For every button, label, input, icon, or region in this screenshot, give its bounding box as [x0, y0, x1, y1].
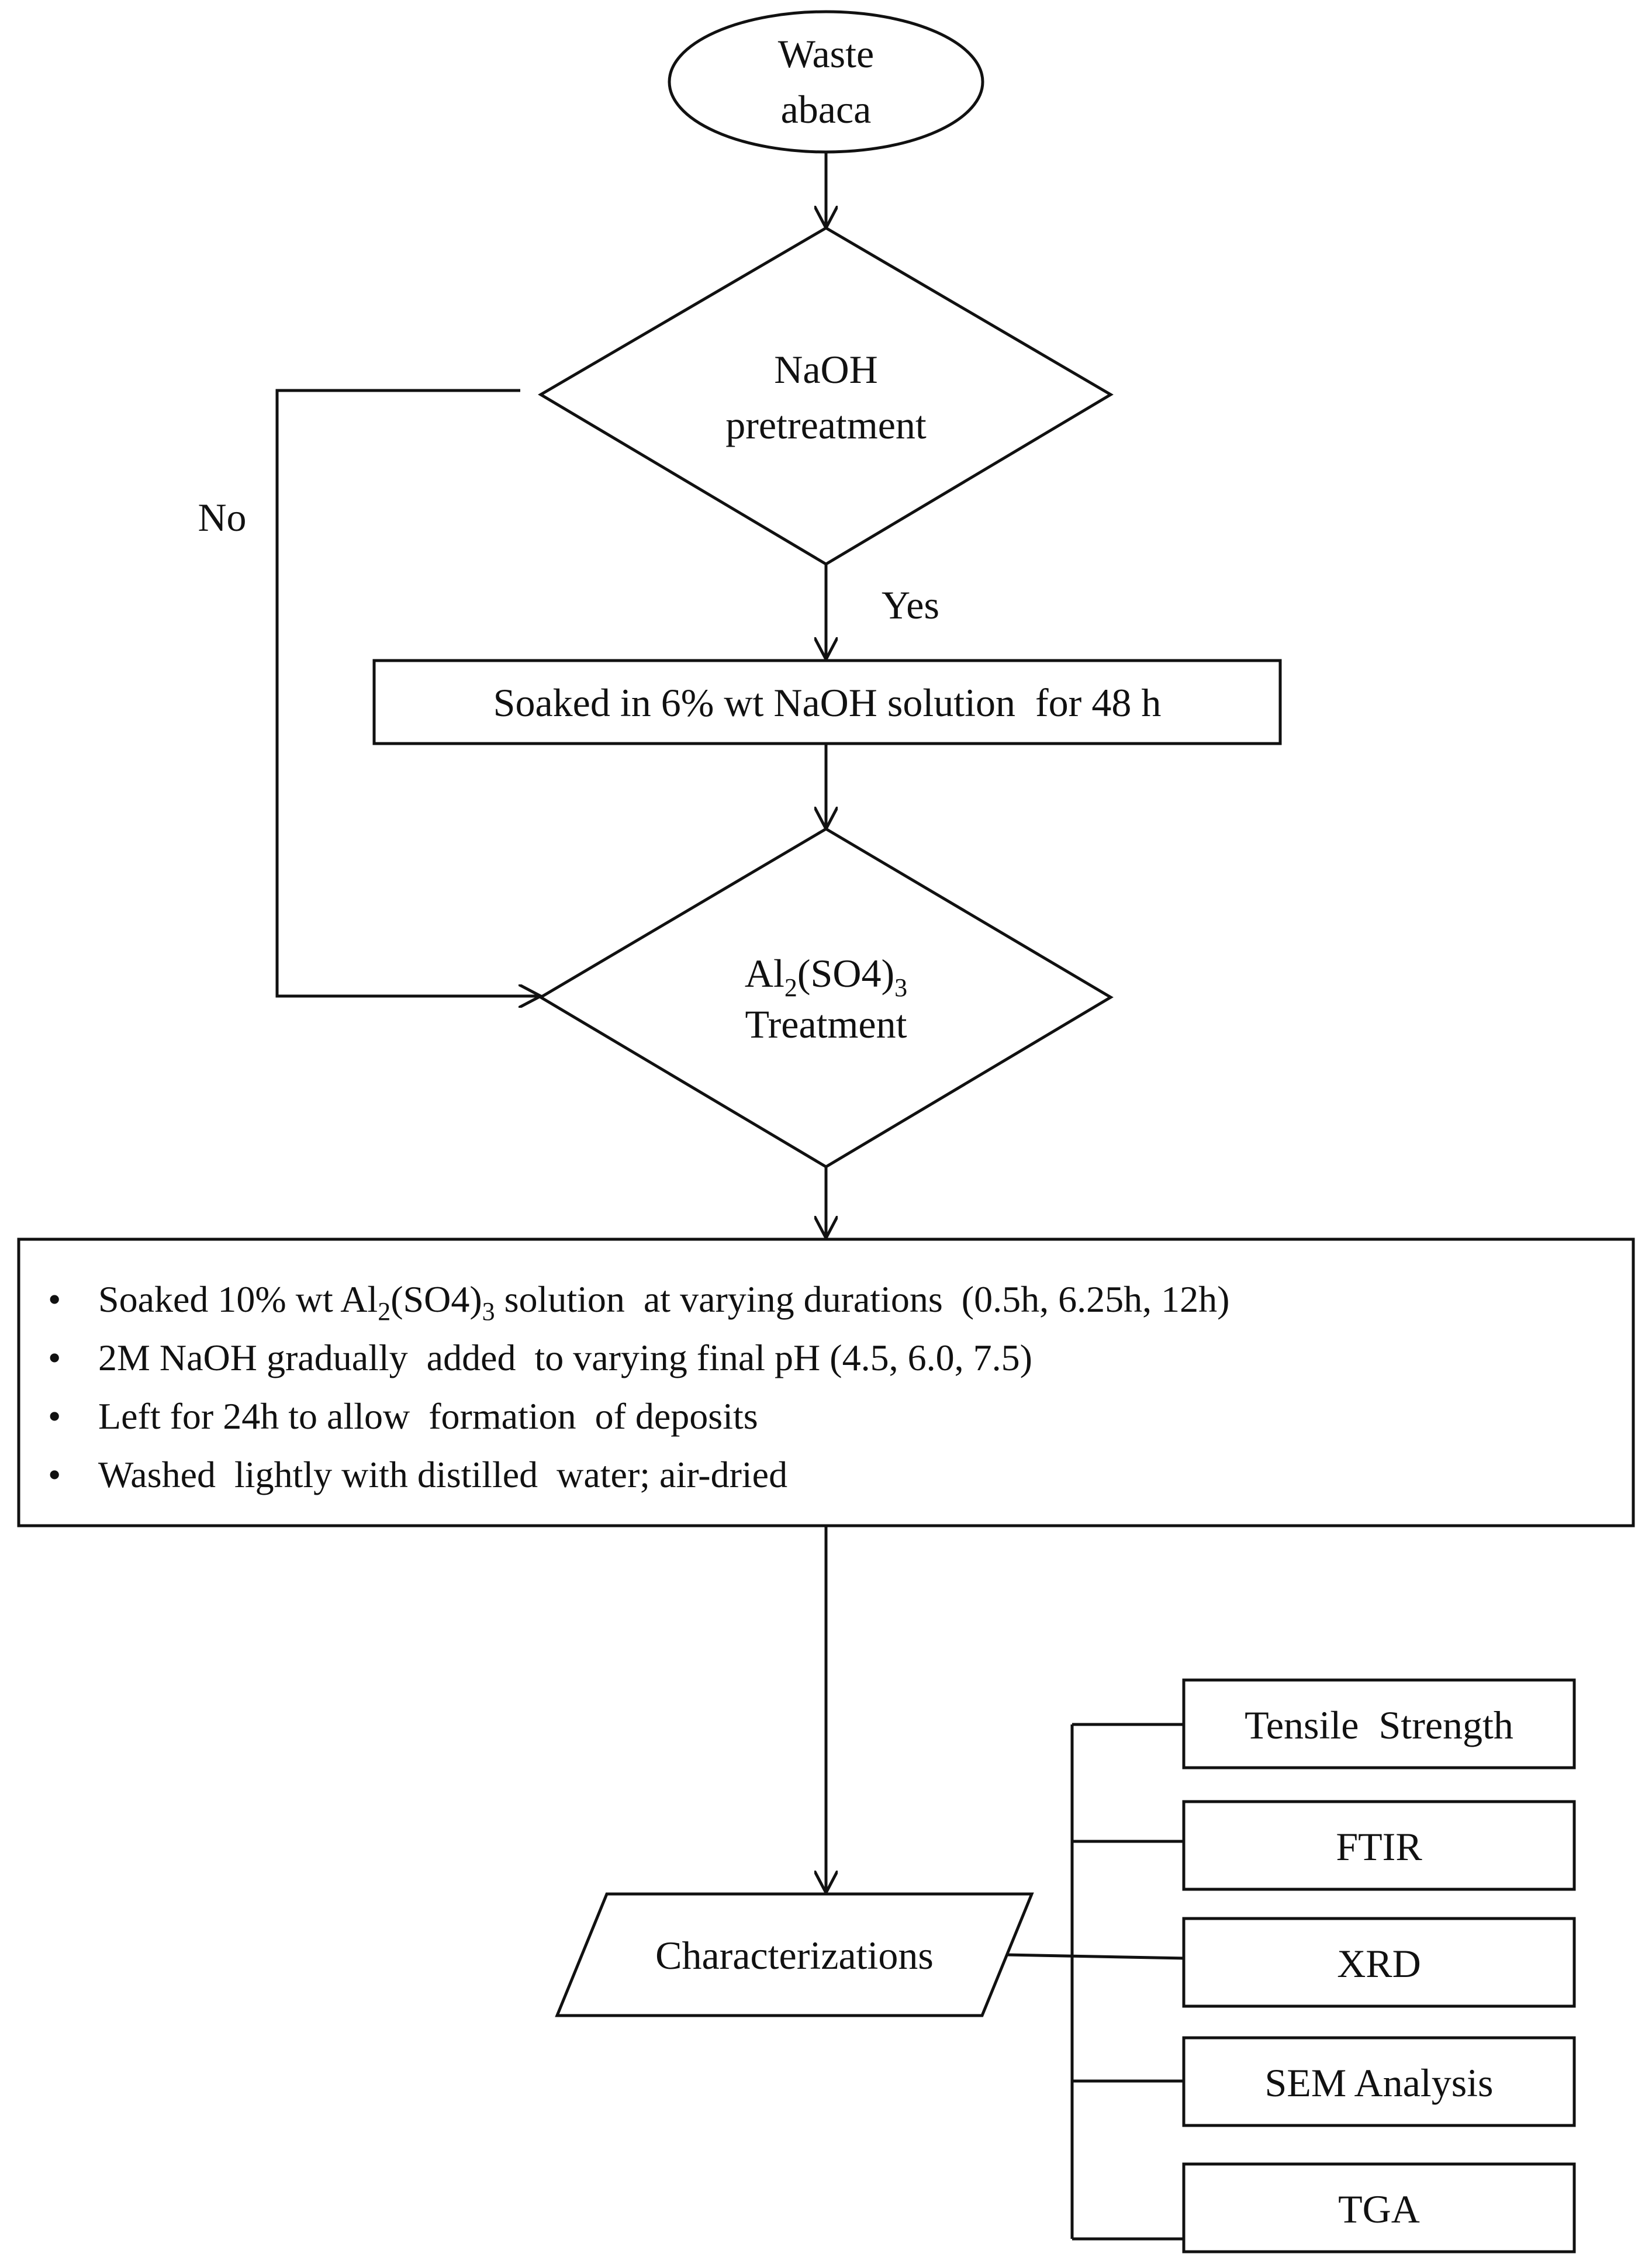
pretreatment-label-line1: NaOH [774, 347, 878, 392]
output-sem-analysis-label: SEM Analysis [1264, 2061, 1493, 2105]
characterizations-label: Characterizations [655, 1933, 934, 1978]
no-branch-label: No [198, 495, 246, 540]
al-treatment-label-line2: Treatment [745, 1002, 907, 1046]
output-ftir [1182, 1800, 1576, 1891]
step-naoh-ph-adjust: 2M NaOH gradually added to varying final… [98, 1337, 1032, 1378]
no-bypass-path [275, 389, 541, 996]
output-tensile-strength-label: Tensile Strength [1245, 1703, 1513, 1747]
output-xrd [1182, 1917, 1576, 2008]
yes-branch-label: Yes [882, 583, 939, 627]
start-label-line1: Waste [778, 32, 874, 76]
bullet-marker-1: • [48, 1278, 61, 1320]
start-label-line2: abaca [781, 87, 872, 132]
output-tga-label: TGA [1338, 2187, 1420, 2231]
step-soak-al-sulfate: Soaked 10% wt Al2(SO4)3 solution at vary… [98, 1278, 1229, 1326]
bullet-marker-2: • [48, 1337, 61, 1378]
pretreatment-decision [538, 226, 1114, 566]
step-wash-and-dry: Washed lightly with distilled water; air… [98, 1454, 787, 1495]
al-sulfate-treatment-decision [538, 827, 1114, 1169]
output-xrd-label: XRD [1337, 1941, 1421, 1986]
output-tensile-strength [1182, 1678, 1576, 1769]
output-ftir-label: FTIR [1336, 1824, 1422, 1869]
al-treatment-label-line1: Al2(SO4)3 [745, 951, 907, 1002]
pretreatment-label-line2: pretreatment [725, 403, 927, 447]
bullet-marker-3: • [48, 1395, 61, 1437]
output-sem-analysis [1182, 2036, 1576, 2127]
bullet-marker-4: • [48, 1454, 61, 1495]
connector-to-bracket [1006, 1953, 1186, 1960]
naoh-soak-text: Soaked in 6% wt NaOH solution for 48 h [493, 680, 1162, 725]
characterizations-io [555, 1892, 1034, 2017]
al-soak-steps-box [17, 1238, 1635, 1527]
step-deposit-formation: Left for 24h to allow formation of depos… [98, 1395, 758, 1437]
output-tga [1182, 2162, 1576, 2253]
